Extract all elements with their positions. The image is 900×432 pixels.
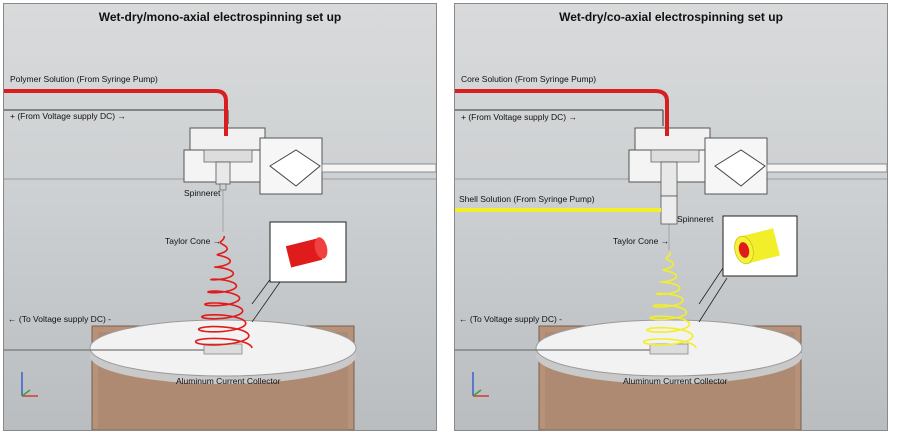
collector-plate [89, 319, 357, 384]
voltage-plus-label: + (From Voltage supply DC) → [461, 112, 577, 122]
collector-plate [535, 319, 803, 384]
fiber-helix [642, 251, 697, 349]
hollow-fiber-icon [734, 228, 780, 265]
magnified-inset [698, 215, 798, 323]
needle [219, 183, 227, 191]
voltage-minus-label: ← (To Voltage supply DC) - [459, 314, 562, 324]
voltage-plus-label: + (From Voltage supply DC) → [10, 111, 126, 121]
spinneret-holder [183, 127, 436, 195]
panel-title: Wet-dry/co-axial electrospinning set up [559, 10, 783, 24]
co-axial-diagram [455, 89, 887, 430]
spinneret-label: Spinneret [184, 188, 221, 198]
axis-triad-icon [21, 372, 38, 397]
collector-label: Aluminum Current Collector [176, 376, 281, 386]
solid-fiber-icon [285, 237, 328, 268]
axis-triad-icon [472, 372, 489, 397]
panel-title: Wet-dry/mono-axial electrospinning set u… [98, 10, 342, 24]
core-solution-label: Core Solution (From Syringe Pump) [461, 74, 597, 84]
mono-axial-panel: Wet-dry/mono-axial electrospinning set u… [3, 3, 437, 431]
collector-label: Aluminum Current Collector [623, 376, 728, 386]
mono-axial-diagram [4, 89, 436, 430]
fiber-spiral [194, 235, 253, 349]
fiber-spiral [642, 251, 697, 349]
taylor-cone-label: Taylor Cone → [613, 236, 670, 246]
shell-solution-label: Shell Solution (From Syringe Pump) [459, 194, 595, 204]
magnified-inset [251, 221, 347, 323]
polymer-tube [4, 89, 228, 136]
polymer-solution-label: Polymer Solution (From Syringe Pump) [10, 74, 158, 84]
spinneret-label: Spinneret [677, 214, 714, 224]
voltage-minus-label: ← (To Voltage supply DC) - [8, 314, 111, 324]
spinneret-holder [628, 127, 887, 225]
taylor-cone-label: Taylor Cone → [165, 236, 222, 246]
core-tube [455, 89, 669, 136]
co-axial-panel: Wet-dry/co-axial electrospinning set up … [454, 3, 888, 431]
fiber-helix [194, 235, 253, 349]
